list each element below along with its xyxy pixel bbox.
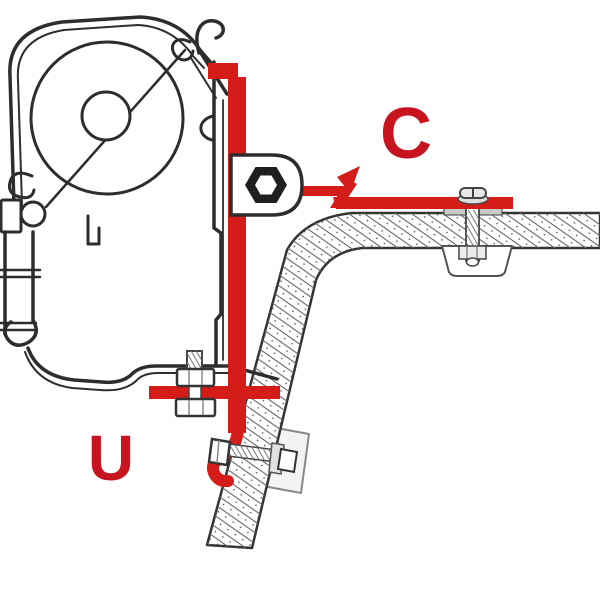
roof-screw-nut — [458, 245, 487, 260]
rail-channel-edge-2 — [190, 57, 217, 99]
label-roof-bracket: C — [380, 94, 432, 174]
red-arrowhead — [337, 166, 360, 193]
wall-bolt-assembly — [207, 437, 299, 475]
rail-top-clip — [170, 38, 195, 62]
rail-bolt-lower-nut — [174, 397, 217, 418]
case-clip — [8, 171, 36, 200]
red-link-line — [298, 186, 344, 196]
wall-bolt-nut — [276, 447, 299, 474]
rail-mid-hook — [199, 114, 215, 142]
red-bracket-flange — [149, 386, 280, 399]
hex-nut-inner — [255, 175, 277, 195]
roller-hub-hole — [80, 90, 132, 142]
pivot-lug — [229, 153, 304, 217]
red-bracket-lower — [228, 399, 246, 433]
wall-bolt-head — [207, 437, 232, 467]
rail-bolt-assembly — [174, 350, 217, 418]
wall-bolt-head-facet — [216, 439, 220, 464]
roof-screw-head — [457, 187, 489, 205]
rail-bolt-upper-nut — [175, 367, 216, 388]
case-outer-shell — [8, 15, 214, 208]
lead-rail-roller — [19, 200, 47, 228]
case-inner-shell — [16, 24, 205, 205]
red-vertical-bracket — [208, 63, 246, 386]
roof-screw-tip — [465, 257, 480, 267]
bottom-rail-upper-line — [26, 346, 279, 385]
case-bottom-hook — [3, 318, 38, 347]
lead-rail-bracket — [0, 198, 23, 234]
rail-top-hook — [195, 19, 225, 55]
awning-case — [0, 15, 279, 392]
label-wall-bracket: U — [88, 422, 134, 494]
rail-bolt-stud-threads — [187, 351, 202, 373]
bottom-rail-lower-line — [24, 351, 229, 392]
wall-bolt-shaft-threads — [228, 444, 277, 462]
wall-band-hatch — [207, 213, 600, 548]
case-hanger-tab — [86, 214, 101, 246]
rail-vertical-profile — [212, 60, 223, 368]
vehicle-wall-section — [205, 211, 600, 550]
